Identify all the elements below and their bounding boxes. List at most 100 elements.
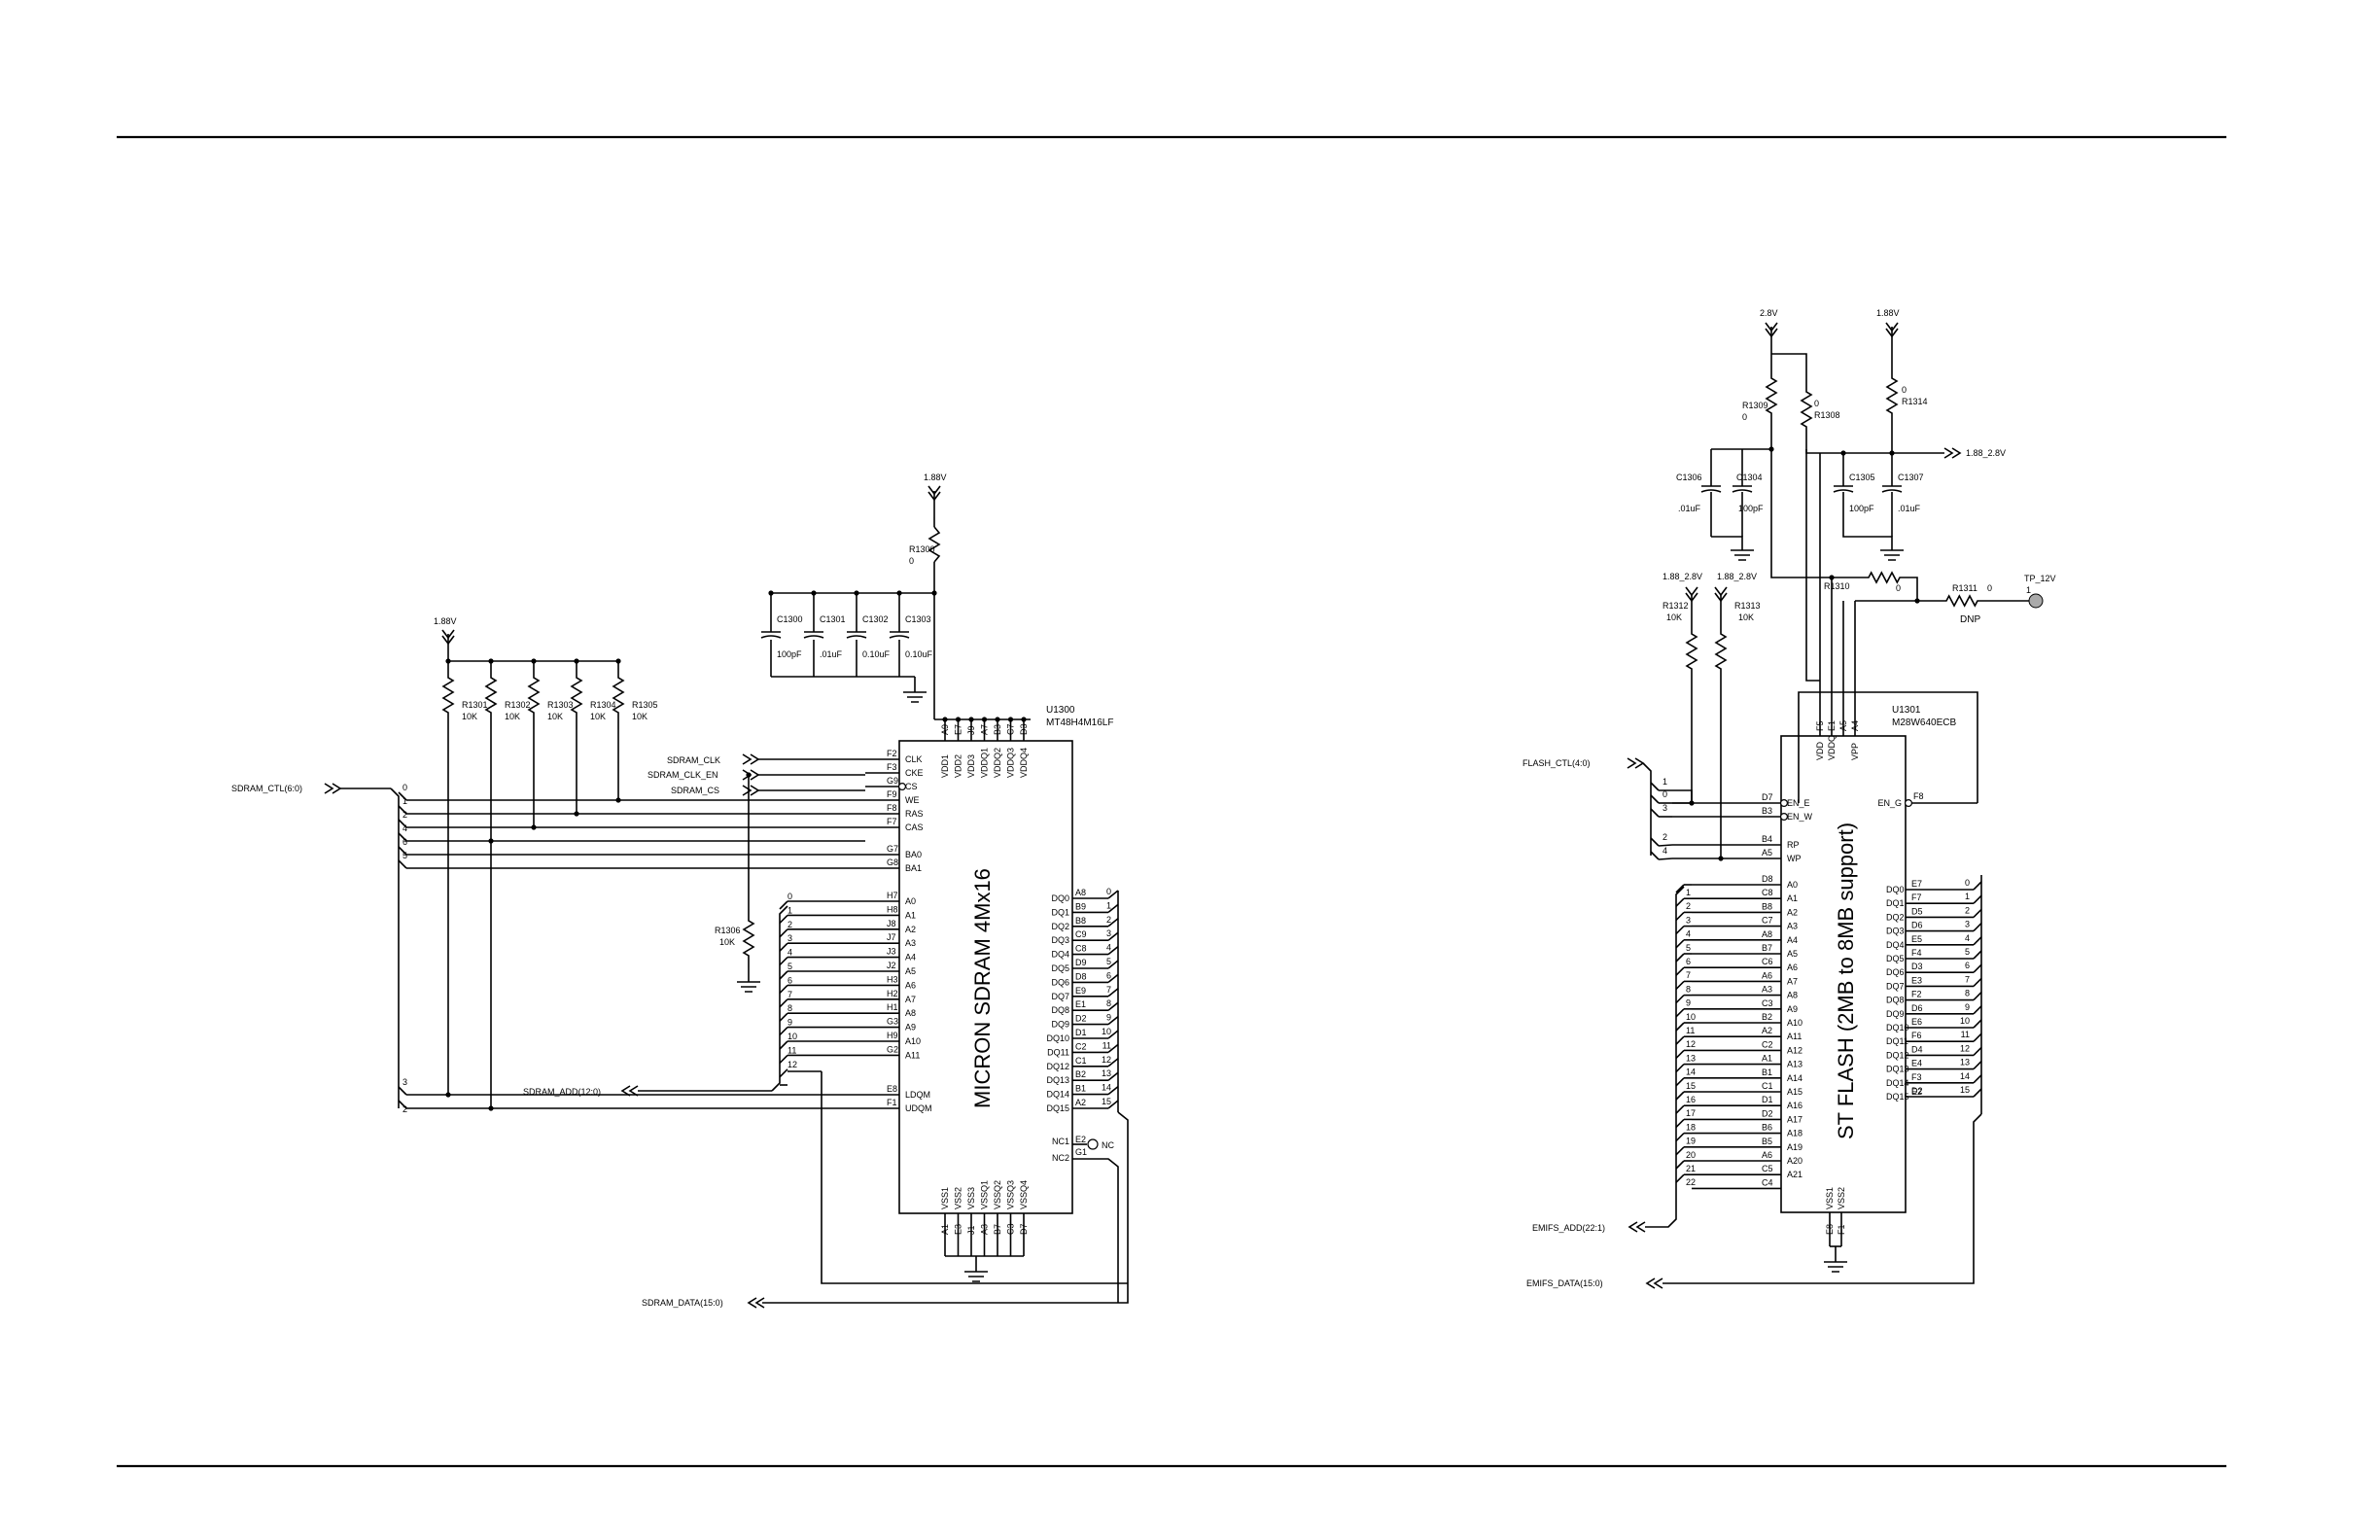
r1310-ref: R1310 [1824,581,1850,591]
sdram-addr-entry [779,914,788,924]
flash-ctl-entry-number: 2 [1662,832,1667,842]
sdram-addr-entry [779,928,788,938]
flash-section: U1301 M28W640ECB ST FLASH (2MB to 8MB su… [1522,308,2056,1289]
sdram-ctl-pin-number: F2 [887,749,897,758]
sdram-cap-2-plate [846,635,867,639]
sdram-rail-dot [931,590,937,596]
sdram-gnd-pin-number: A1 [940,1224,950,1235]
flash-addr-entry [1675,1049,1685,1059]
flash-cap-plate [1732,489,1753,493]
flash-ctl-entry [1650,808,1660,818]
sdram-ref: U1300 [1046,705,1075,716]
sdram-ctl-pin-name: CS [905,782,918,791]
sdram-dq-pin-name: DQ7 [1051,992,1069,1001]
flash-dq-pin-name: DQ14 [1886,1078,1909,1088]
sdram-cap-value: 100pF [777,649,802,659]
flash-gnd-pin-name: VSS2 [1837,1187,1846,1209]
sdram-data-entry-number: 0 [1106,887,1111,896]
sdram-addr-entry-number: 7 [788,990,792,999]
flash-ctl-entry-number: 3 [1662,803,1667,813]
sdram-power-pin-number: J9 [966,725,976,735]
sdram-power-pin-number: A7 [980,724,990,735]
flash-addr-entry [1675,1064,1685,1073]
flash-addr-entry-number: 9 [1686,998,1691,1008]
flash-dq-pin-name: DQ9 [1886,1009,1905,1019]
sdram-gnd-pin-name: VSSQ4 [1019,1180,1029,1209]
sdram-gnd-pin-name: VSSQ2 [993,1180,1002,1209]
sdram-dq-pin-name: DQ0 [1051,893,1069,903]
r1313-dot [1718,856,1724,861]
sdram-clk-net-label: SDRAM_CLK [667,755,720,765]
sdram-dq-pin-number: E9 [1075,986,1086,996]
flash-addr-entry [1675,953,1685,962]
sdram-mask-pin-number: F1 [887,1098,897,1107]
sdram-mask-pin-number: E8 [887,1084,897,1094]
sdram-ctl-entry [398,859,407,869]
flash-cap-ref: C1306 [1676,472,1702,482]
flash-addr-entry-number: 17 [1686,1108,1696,1118]
sdram-addr-pin-number: H7 [887,891,898,900]
sdram-addr-entry [779,1027,788,1036]
flash-addr-entry [1675,1022,1685,1032]
flash-addr-entry [1675,884,1685,893]
sdram-dq-pin-number: C1 [1075,1056,1087,1066]
sdram-dq-pin-number: D8 [1075,971,1087,981]
flash-power-pin-number: E1 [1827,720,1837,731]
flash-addr-entry-number: 3 [1686,915,1691,925]
flash-addr-pin-number: C5 [1762,1164,1773,1173]
sdram-dq-pin-name: DQ2 [1051,922,1069,931]
flash-dq-entry [1973,1088,1982,1098]
flash-addr-entry [1675,926,1685,935]
flash-dq-extra-pin: E2 [1911,1087,1922,1097]
pullup-ref: R1304 [590,700,616,710]
sdram-gnd-pin-name: VSS2 [954,1187,963,1209]
flash-ctl-net-label: FLASH_CTL(4:0) [1522,758,1591,768]
flash-dq-entry [1973,1074,1982,1084]
flash-addr-pin-number: C7 [1762,916,1773,926]
r1306-value: 10K [719,937,735,947]
sdram-power-pin-number: E7 [954,724,963,735]
sdram-addr-pin-name: A1 [905,910,916,920]
sdram-power-pin-number: B3 [993,724,1002,735]
flash-addr-entry-number: 18 [1686,1122,1696,1132]
sdram-dq-pin-name: DQ4 [1051,950,1069,960]
flash-power-pin-name: VDDQ [1827,735,1837,760]
rail-out-wire [1805,449,1944,454]
sdram-nc-label: NC [1102,1140,1114,1150]
flash-addr-pin-name: A10 [1787,1018,1802,1028]
flash-dq-entry [1973,881,1982,891]
sdram-ctl-entry-number: 6 [402,837,407,847]
sdram-ctl-bus [390,788,400,1108]
pullup-resistor-4 [612,661,625,729]
flash-addr-pin-name: A15 [1787,1087,1802,1097]
flash-ctl-pin-number: B3 [1762,806,1772,816]
sdram-gnd-pin-name: VSSQ1 [980,1180,990,1209]
cap-left-gnd [1711,536,1743,550]
r1314-value: 0 [1902,385,1907,395]
c1305-value: 100pF [1849,504,1874,513]
sdram-dq-pin-number: A2 [1075,1098,1086,1107]
r1308-value: 0 [1814,399,1819,408]
sdram-mask-entry-number: 2 [402,1104,407,1114]
sdram-data-entry-number: 9 [1106,1013,1111,1023]
dnp-label: DNP [1960,614,1980,625]
flash-addr-pin-name: A21 [1787,1170,1802,1179]
flash-addr-net-label: EMIFS_ADD(22:1) [1532,1223,1605,1233]
flash-addr-pin-name: A2 [1787,907,1798,917]
sdram-dq-bus-entry [1107,1015,1119,1026]
sdram-ctl-pin-number: F8 [887,803,897,813]
flash-en-g-route [1798,691,1978,803]
flash-dq-entry [1973,1032,1982,1042]
sdram-addr-entry-number: 4 [788,948,792,958]
sdram-mask-pin-name: LDQM [905,1090,930,1100]
flash-dq-pin-name: DQ6 [1886,967,1905,977]
flash-data-entry-number: 4 [1965,933,1970,943]
flash-dq-pin-number: F7 [1911,892,1922,902]
r1308-top [1771,353,1807,369]
flash-dq-pin-name: DQ12 [1886,1050,1909,1060]
sdram-gnd-pin-name: VSS3 [966,1187,976,1209]
sdram-addr-entry-number: 3 [788,933,792,943]
sdram-ctl-entry-number: 1 [402,796,407,806]
flash-dq-entry [1973,894,1982,904]
sdram-ctl-pin-number: G8 [887,858,898,867]
